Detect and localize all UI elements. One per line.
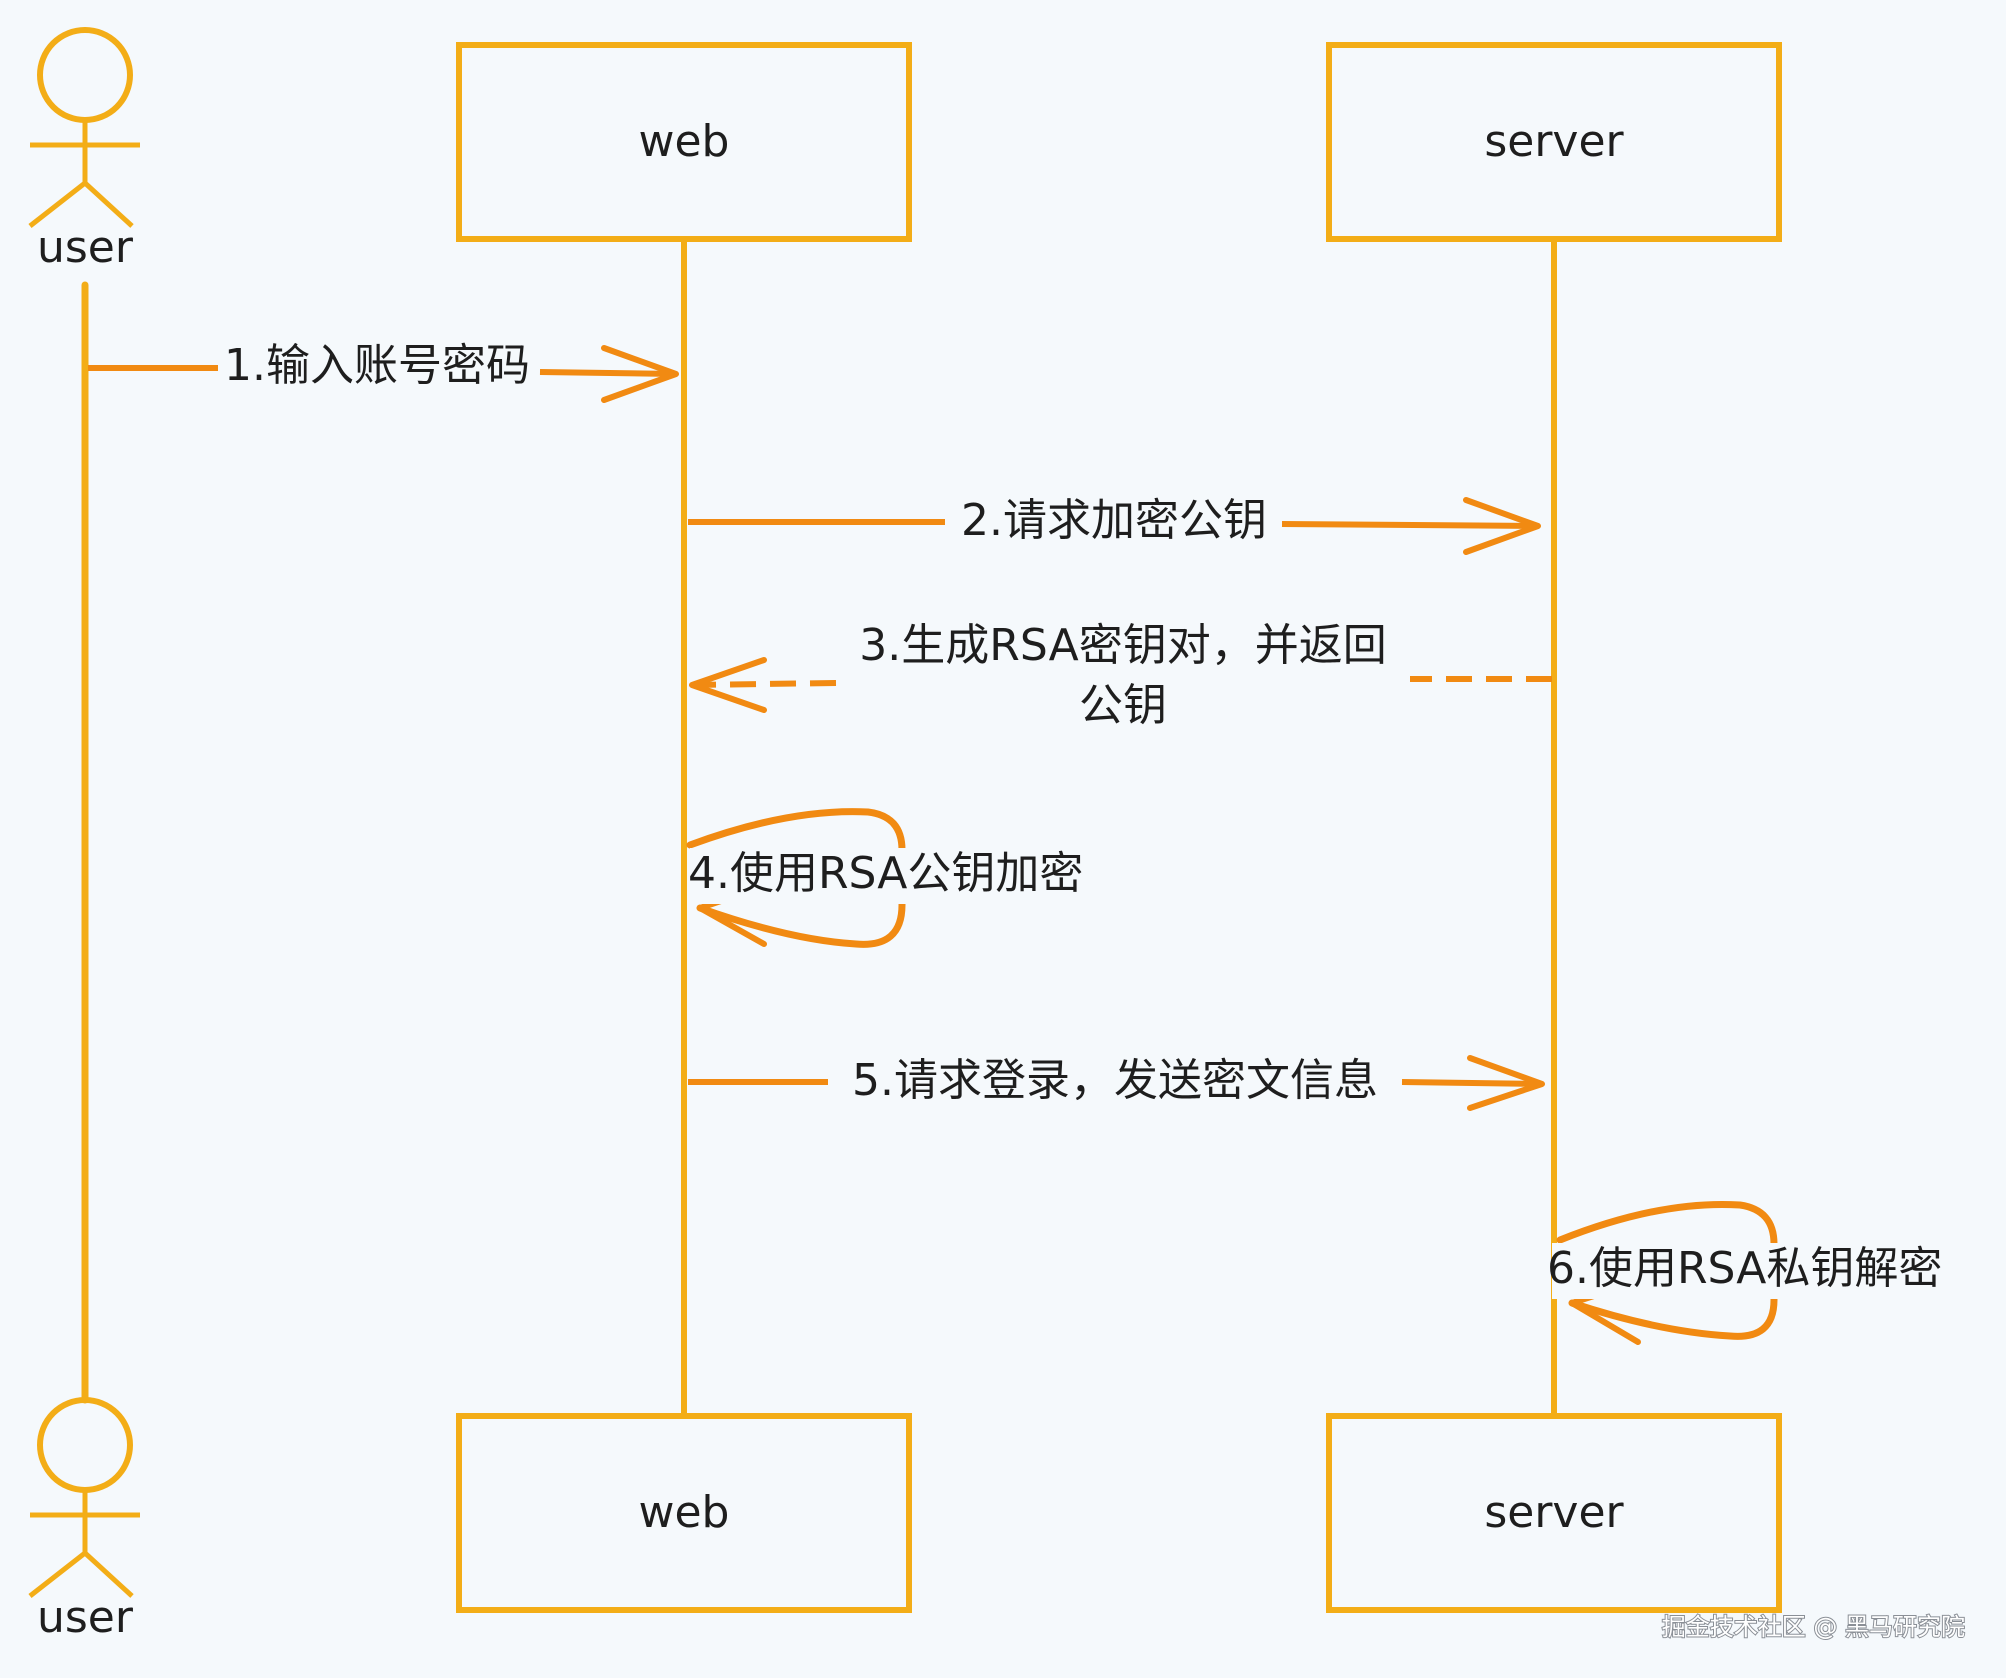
web-box-bottom: web [456,1413,912,1613]
web-label-top: web [639,116,730,167]
user-actor-bottom: user [28,1397,140,1643]
message-2-label: 2.请求加密公钥 [961,495,1267,546]
user-label-top: user [37,222,134,273]
message-5: 5.请求登录，发送密文信息 [688,1055,1545,1111]
watermark: 掘金技术社区 @ 黑马研究院 [1662,1613,1965,1641]
web-label-bottom: web [639,1487,730,1538]
message-3-label: 3.生成RSA密钥对，并返回 [859,620,1386,671]
web-box-top: web [456,42,912,242]
message-4-label: 4.使用RSA公钥加密 [688,848,1083,899]
server-box-top: server [1326,42,1782,242]
message-6-label: 6.使用RSA私钥解密 [1547,1243,1942,1294]
message-2: 2.请求加密公钥 [688,495,1541,555]
message-4: 4.使用RSA公钥加密 [686,808,1110,948]
message-6: 6.使用RSA私钥解密 [1547,1200,1992,1345]
message-1-label: 1.输入账号密码 [224,340,530,391]
message-3-label-line2: 公钥 [1079,680,1167,731]
user-actor-top: user [28,27,140,273]
message-3: 3.生成RSA密钥对，并返回 公钥 [689,620,1552,731]
user-label-bottom: user [37,1592,134,1643]
server-box-bottom: server [1326,1413,1782,1613]
message-5-label: 5.请求登录，发送密文信息 [852,1055,1378,1106]
server-label-bottom: server [1484,1487,1624,1538]
server-label-top: server [1484,116,1624,167]
message-1: 1.输入账号密码 [88,340,679,403]
